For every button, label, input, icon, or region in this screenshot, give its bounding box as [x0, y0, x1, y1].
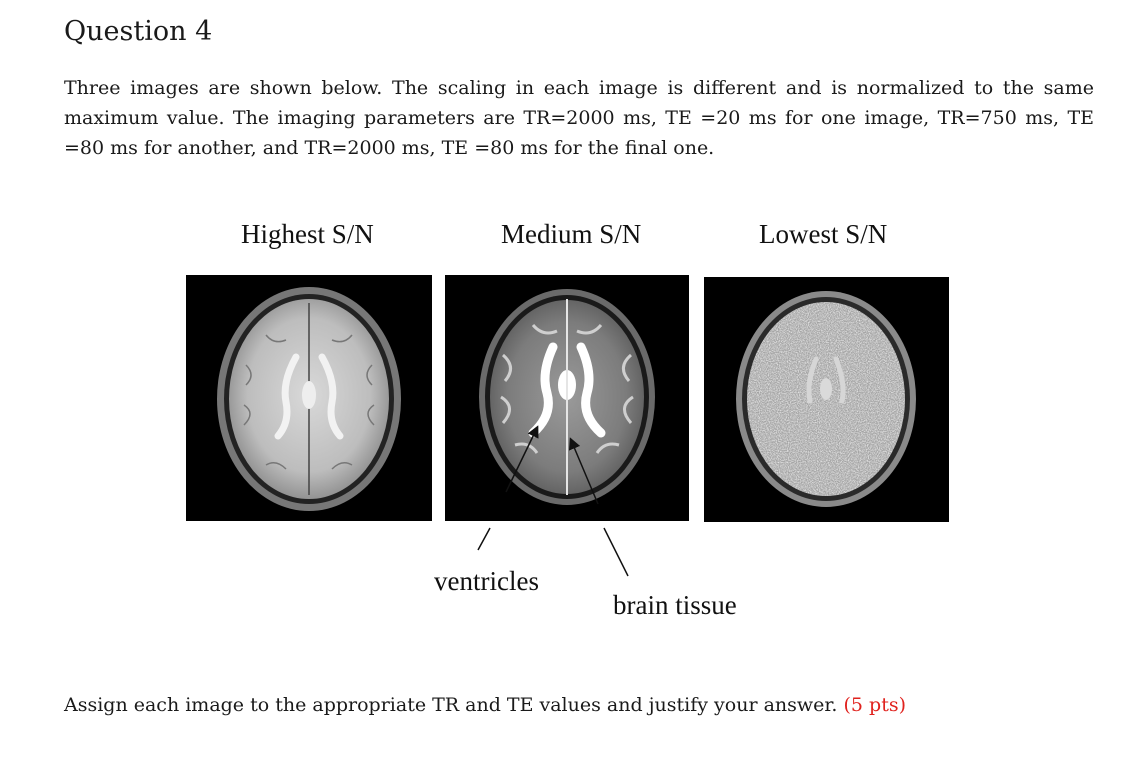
annotation-ventricles: ventricles: [434, 566, 539, 596]
question-instruction: Assign each image to the appropriate TR …: [64, 694, 906, 716]
annotation-brain-tissue: brain tissue: [613, 590, 737, 620]
question-title: Question 4: [64, 16, 213, 47]
panel-label-lowest: Lowest S/N: [759, 219, 888, 249]
mri-image-medium-sn: [445, 275, 689, 521]
points-badge: (5 pts): [843, 694, 906, 716]
panel-label-medium: Medium S/N: [501, 219, 642, 249]
instruction-text: Assign each image to the appropriate TR …: [64, 694, 838, 716]
mri-image-lowest-sn: [704, 277, 949, 522]
mri-image-highest-sn: [186, 275, 432, 521]
panel-label-highest: Highest S/N: [241, 219, 374, 249]
question-body: Three images are shown below. The scalin…: [64, 77, 1094, 159]
